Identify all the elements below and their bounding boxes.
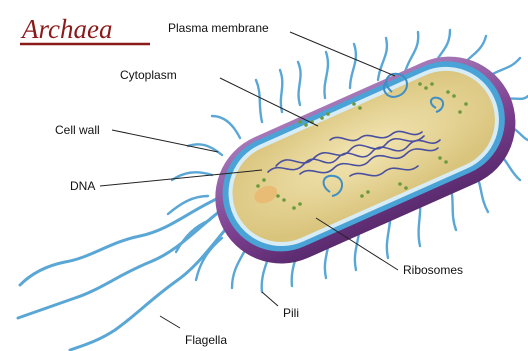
label-plasma-membrane: Plasma membrane <box>168 21 269 35</box>
label-pili: Pili <box>283 306 299 320</box>
leader-plasma-membrane <box>290 32 395 76</box>
leader-cell-wall <box>112 130 218 152</box>
flagella <box>18 195 238 350</box>
label-cell-wall: Cell wall <box>55 123 100 137</box>
diagram-title: Archaea <box>20 14 112 44</box>
label-flagella: Flagella <box>185 333 227 347</box>
leader-pili <box>262 292 278 306</box>
leader-flagella <box>160 316 180 328</box>
label-cytoplasm: Cytoplasm <box>120 68 177 82</box>
label-ribosomes: Ribosomes <box>403 263 463 277</box>
archaea-cell <box>194 36 528 285</box>
label-dna: DNA <box>70 179 95 193</box>
leader-cytoplasm <box>220 78 318 126</box>
